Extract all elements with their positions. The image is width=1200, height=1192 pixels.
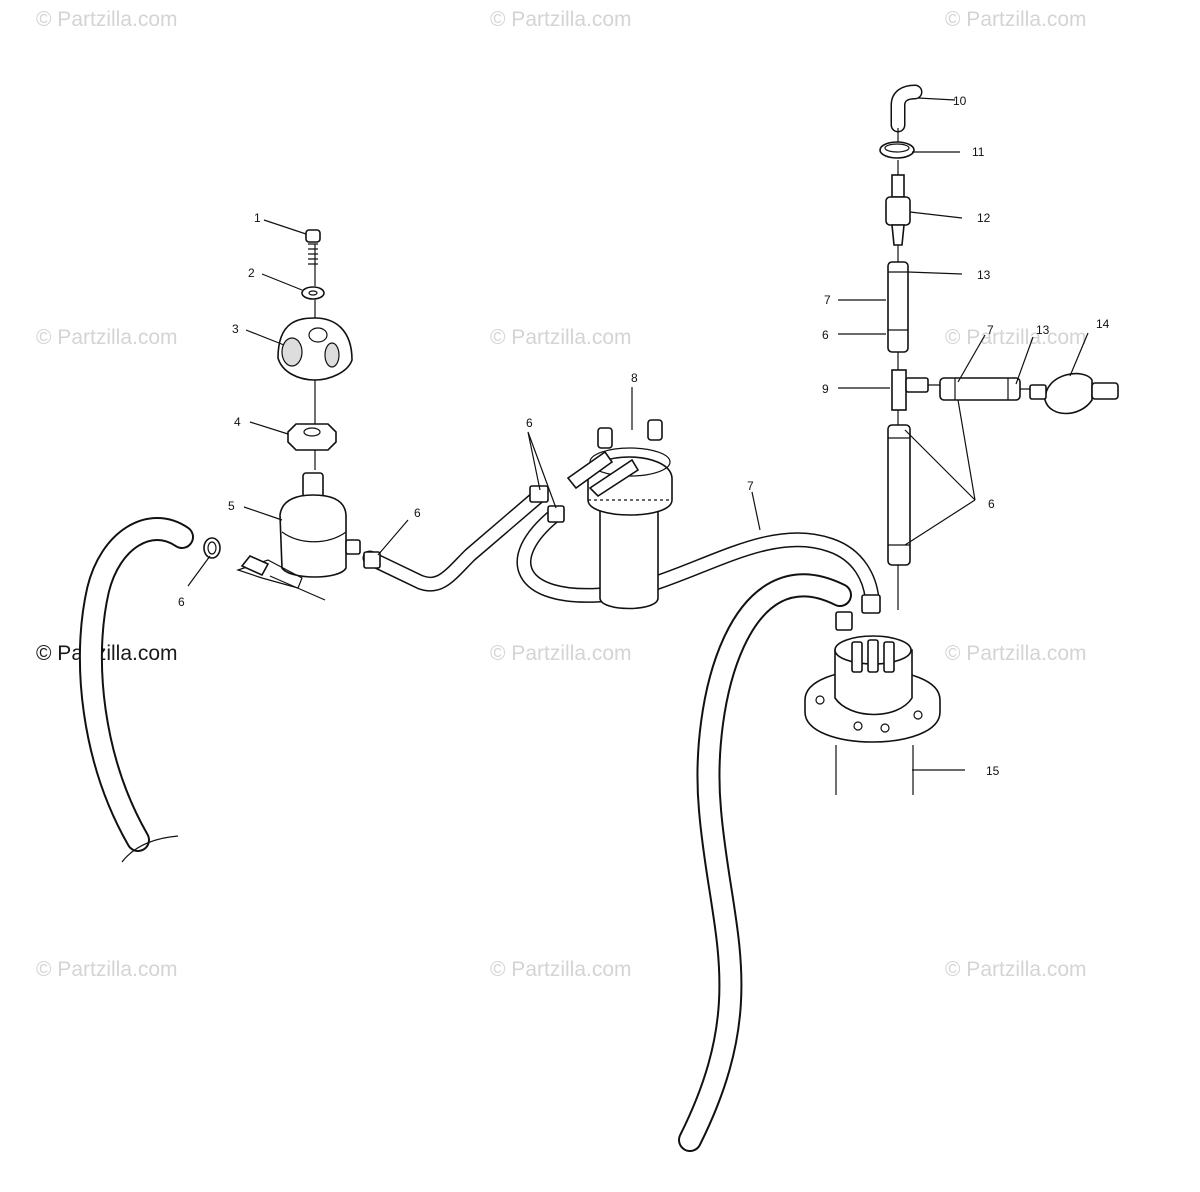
callout-6: 6	[822, 328, 829, 342]
callout-13: 13	[1036, 323, 1050, 337]
part-1-bolt	[305, 229, 321, 265]
hose-long	[678, 573, 852, 1152]
callouts: 1 2 3 4 5 6 6 6 6 6 7 7 7 8 9 10 11 12 1…	[178, 94, 1110, 778]
watermark: © Partzilla.com	[490, 8, 632, 31]
part-8-canister	[566, 419, 673, 610]
part-7-tube-lower	[887, 424, 911, 566]
hose-left	[78, 517, 194, 863]
part-6-clamp	[861, 594, 881, 614]
watermark: © Partzilla.com	[945, 8, 1087, 31]
part-6-clamp	[529, 485, 549, 503]
part-3-cap	[277, 317, 353, 381]
callout-10: 10	[953, 94, 967, 108]
part-14-filter	[1029, 372, 1119, 415]
part-6-clamp	[835, 611, 853, 631]
part-6-clamp	[547, 505, 565, 523]
part-2-washer	[301, 286, 325, 300]
callout-6: 6	[988, 497, 995, 511]
hose-6-filter	[362, 487, 548, 592]
part-6-clamp	[363, 551, 381, 569]
part-9-tee	[891, 369, 929, 411]
callout-9: 9	[822, 382, 829, 396]
watermark: © Partzilla.com	[36, 326, 178, 349]
callout-6: 6	[526, 416, 533, 430]
callout-8: 8	[631, 371, 638, 385]
callout-4: 4	[234, 415, 241, 429]
callout-5: 5	[228, 499, 235, 513]
callout-7: 7	[824, 293, 831, 307]
part-7-tube-vertical	[887, 261, 909, 353]
callout-11: 11	[972, 145, 985, 159]
callout-7: 7	[747, 479, 754, 493]
part-15-pickup	[804, 635, 941, 795]
callout-6: 6	[414, 506, 421, 520]
leader-lines	[187, 97, 1089, 771]
watermark: © Partzilla.com	[490, 326, 632, 349]
callout-7: 7	[987, 323, 994, 337]
callout-3: 3	[232, 322, 239, 336]
part-12-fitting	[885, 174, 911, 246]
part-6-clamp	[203, 537, 221, 559]
callout-15: 15	[986, 764, 1000, 778]
callout-6: 6	[178, 595, 185, 609]
part-11-clamp	[879, 141, 915, 159]
watermark: © Partzilla.com	[945, 642, 1087, 665]
hose-7-middle	[516, 507, 880, 606]
callout-12: 12	[977, 211, 991, 225]
callout-1: 1	[254, 211, 261, 225]
part-10-elbow	[890, 84, 923, 133]
callout-2: 2	[248, 266, 255, 280]
callout-14: 14	[1096, 317, 1110, 331]
watermark-dark: © Partzilla.com	[36, 642, 178, 665]
callout-13: 13	[977, 268, 991, 282]
part-5-filter	[236, 472, 361, 601]
watermark: © Partzilla.com	[945, 958, 1087, 981]
watermark: © Partzilla.com	[36, 958, 178, 981]
watermark: © Partzilla.com	[490, 958, 632, 981]
part-4-nut	[287, 423, 337, 451]
watermark: © Partzilla.com	[36, 8, 178, 31]
watermark: © Partzilla.com	[490, 642, 632, 665]
part-7-tube-horizontal	[939, 377, 1021, 401]
